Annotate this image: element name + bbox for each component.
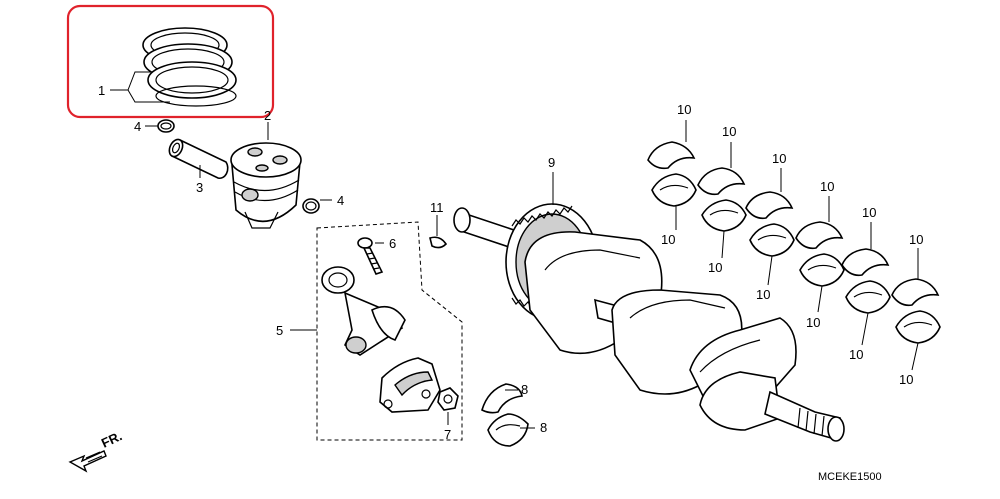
callout-10-d2: 10 bbox=[806, 315, 820, 330]
callout-9: 9 bbox=[548, 155, 555, 170]
callout-10-a1: 10 bbox=[677, 102, 691, 117]
piston-pin-clip-upper[interactable] bbox=[157, 119, 175, 133]
main-bearing-pair-1[interactable] bbox=[647, 141, 697, 207]
crankpin-bearing-upper[interactable] bbox=[481, 383, 523, 414]
callout-4-lower: 4 bbox=[337, 193, 344, 208]
callout-10-f1: 10 bbox=[909, 232, 923, 247]
callout-10-f2: 10 bbox=[899, 372, 913, 387]
callout-7: 7 bbox=[444, 427, 451, 442]
main-bearing-pair-6[interactable] bbox=[891, 278, 941, 344]
con-rod-bolt[interactable] bbox=[357, 237, 384, 275]
leader-lines bbox=[110, 71, 919, 429]
main-bearing-pair-3[interactable] bbox=[745, 191, 795, 257]
connecting-rod[interactable] bbox=[321, 266, 406, 356]
highlight-box bbox=[66, 4, 275, 119]
callout-10-e1: 10 bbox=[862, 205, 876, 220]
callout-10-e2: 10 bbox=[849, 347, 863, 362]
callout-10-a2: 10 bbox=[661, 232, 675, 247]
piston-ring-set[interactable] bbox=[142, 27, 237, 107]
main-bearing-pair-4[interactable] bbox=[795, 221, 845, 287]
callout-10-c1: 10 bbox=[772, 151, 786, 166]
callout-10-d1: 10 bbox=[820, 179, 834, 194]
callout-10-b1: 10 bbox=[722, 124, 736, 139]
callout-8-lower: 8 bbox=[540, 420, 547, 435]
con-rod-cap[interactable] bbox=[379, 357, 441, 413]
crankpin-bearing-lower[interactable] bbox=[487, 413, 529, 447]
main-bearing-pair-2[interactable] bbox=[697, 167, 747, 232]
callout-3: 3 bbox=[196, 180, 203, 195]
con-rod-nut[interactable] bbox=[437, 387, 459, 411]
callout-10-c2: 10 bbox=[756, 287, 770, 302]
callout-10-b2: 10 bbox=[708, 260, 722, 275]
piston-pin[interactable] bbox=[167, 137, 229, 180]
piston-pin-clip-lower[interactable] bbox=[302, 198, 320, 214]
callout-11: 11 bbox=[430, 200, 444, 215]
diagram-code: MCEKE1500 bbox=[818, 471, 882, 483]
callout-6: 6 bbox=[389, 236, 396, 251]
callout-1: 1 bbox=[98, 83, 105, 98]
front-label: FR. bbox=[99, 428, 124, 450]
callout-4-upper: 4 bbox=[134, 119, 141, 134]
front-direction-arrow-icon bbox=[68, 450, 107, 473]
main-bearing-pair-5[interactable] bbox=[841, 248, 891, 314]
woodruff-key[interactable] bbox=[429, 236, 448, 249]
callout-2: 2 bbox=[264, 108, 271, 123]
callout-5: 5 bbox=[276, 323, 283, 338]
callout-8-upper: 8 bbox=[521, 382, 528, 397]
crankshaft[interactable] bbox=[453, 203, 845, 442]
piston[interactable] bbox=[230, 142, 302, 229]
con-rod-group-outline bbox=[316, 221, 463, 441]
